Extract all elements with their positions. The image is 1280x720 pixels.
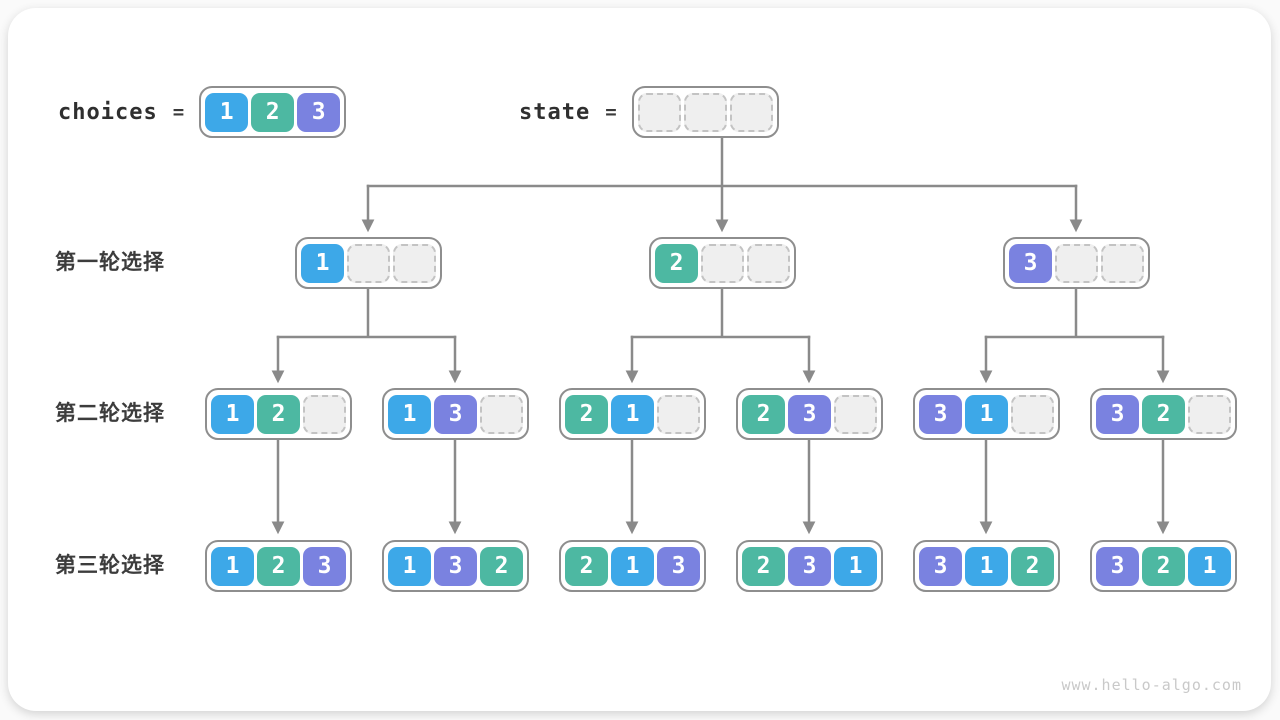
round-3-label: 第三轮选择 xyxy=(55,554,165,577)
state-node: 1 2 xyxy=(205,388,352,440)
state-node: 2 1 3 xyxy=(559,540,706,592)
array-cell: 1 xyxy=(611,394,654,434)
empty-cell xyxy=(657,394,700,434)
array-cell: 2 xyxy=(257,394,300,434)
empty-cell xyxy=(347,243,390,283)
array-cell: 1 xyxy=(965,546,1008,586)
array-cell: 1 xyxy=(388,546,431,586)
state-group: state = xyxy=(519,86,779,138)
array-cell: 3 xyxy=(657,546,700,586)
choices-equals-sign: = xyxy=(172,101,185,123)
empty-cell xyxy=(729,92,773,132)
array-cell: 3 xyxy=(1096,546,1139,586)
choices-group: choices = 1 2 3 xyxy=(58,86,347,138)
empty-cell xyxy=(637,92,681,132)
array-cell: 1 xyxy=(834,546,877,586)
array-cell: 2 xyxy=(565,546,608,586)
array-cell: 1 xyxy=(211,394,254,434)
state-array-node xyxy=(631,86,779,138)
array-cell: 2 xyxy=(1142,394,1185,434)
empty-cell xyxy=(1101,243,1144,283)
array-cell: 3 xyxy=(919,394,962,434)
array-cell: 2 xyxy=(565,394,608,434)
state-node: 2 xyxy=(649,237,796,289)
state-node: 2 3 1 xyxy=(736,540,883,592)
array-cell: 3 xyxy=(303,546,346,586)
state-node: 1 3 2 xyxy=(382,540,529,592)
state-node: 3 1 xyxy=(913,388,1060,440)
array-cell: 3 xyxy=(297,92,341,132)
site-watermark: www.hello-algo.com xyxy=(1061,676,1242,694)
state-node: 1 3 xyxy=(382,388,529,440)
array-cell: 2 xyxy=(251,92,295,132)
empty-cell xyxy=(1055,243,1098,283)
empty-cell xyxy=(393,243,436,283)
state-equals-sign: = xyxy=(605,101,617,123)
state-node: 3 1 2 xyxy=(913,540,1060,592)
array-cell: 1 xyxy=(965,394,1008,434)
array-cell: 2 xyxy=(655,243,698,283)
array-cell: 1 xyxy=(301,243,344,283)
array-cell: 1 xyxy=(211,546,254,586)
array-cell: 2 xyxy=(1142,546,1185,586)
state-node: 2 3 xyxy=(736,388,883,440)
empty-cell xyxy=(480,394,523,434)
array-cell: 3 xyxy=(788,394,831,434)
array-cell: 3 xyxy=(919,546,962,586)
state-node: 2 1 xyxy=(559,388,706,440)
array-cell: 3 xyxy=(1009,243,1052,283)
choices-label: choices xyxy=(58,99,158,125)
array-cell: 2 xyxy=(742,546,785,586)
state-node: 1 2 3 xyxy=(205,540,352,592)
empty-cell xyxy=(1011,394,1054,434)
array-cell: 3 xyxy=(434,546,477,586)
empty-cell xyxy=(834,394,877,434)
state-label: state xyxy=(519,99,591,125)
state-node: 1 xyxy=(295,237,442,289)
array-cell: 1 xyxy=(611,546,654,586)
array-cell: 3 xyxy=(788,546,831,586)
array-cell: 1 xyxy=(1188,546,1231,586)
array-cell: 2 xyxy=(742,394,785,434)
round-2-label: 第二轮选择 xyxy=(55,402,165,425)
empty-cell xyxy=(701,243,744,283)
empty-cell xyxy=(747,243,790,283)
array-cell: 3 xyxy=(1096,394,1139,434)
empty-cell xyxy=(303,394,346,434)
array-cell: 1 xyxy=(388,394,431,434)
array-cell: 2 xyxy=(257,546,300,586)
array-cell: 2 xyxy=(480,546,523,586)
choices-array-node: 1 2 3 xyxy=(199,86,347,138)
state-node: 3 2 1 xyxy=(1090,540,1237,592)
state-node: 3 xyxy=(1003,237,1150,289)
empty-cell xyxy=(1188,394,1231,434)
empty-cell xyxy=(683,92,727,132)
array-cell: 3 xyxy=(434,394,477,434)
state-node: 3 2 xyxy=(1090,388,1237,440)
array-cell: 2 xyxy=(1011,546,1054,586)
round-1-label: 第一轮选择 xyxy=(55,251,165,274)
array-cell: 1 xyxy=(205,92,249,132)
